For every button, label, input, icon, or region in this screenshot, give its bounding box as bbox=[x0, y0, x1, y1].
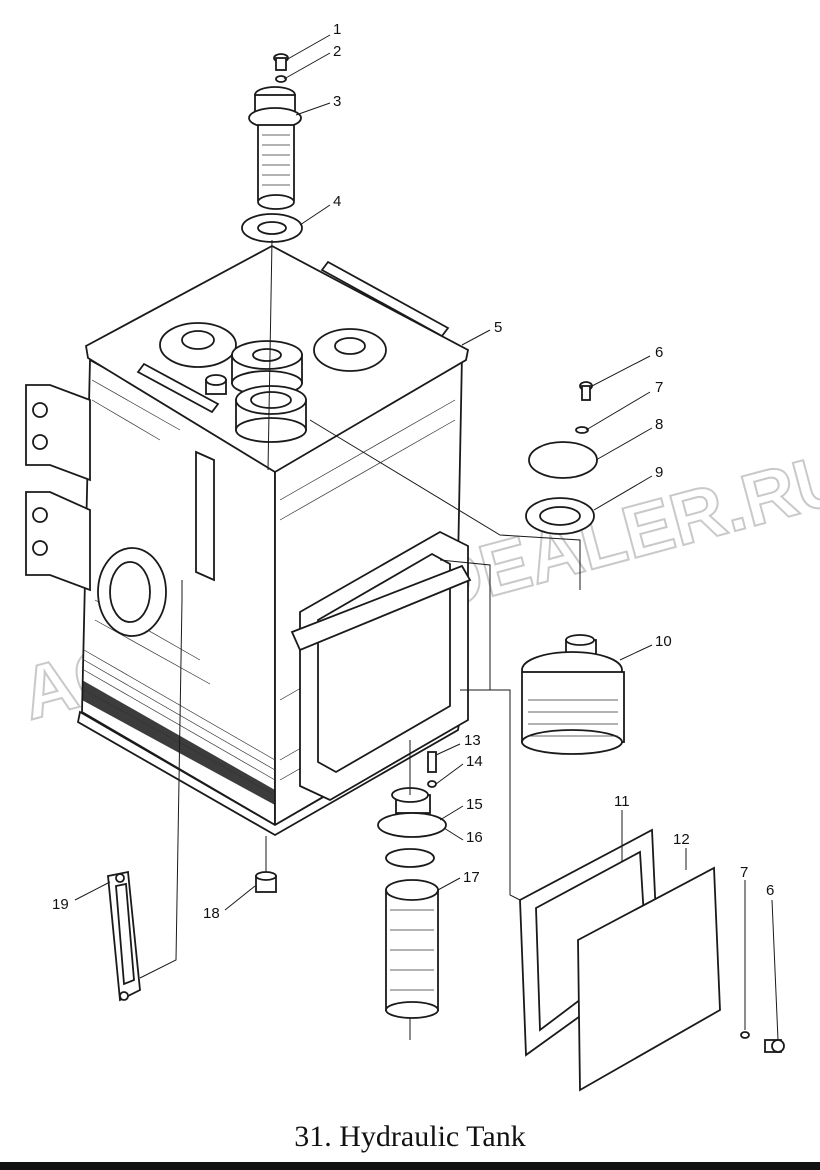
callout-label: 3 bbox=[333, 93, 341, 110]
side-port bbox=[97, 450, 215, 637]
callout-leaders bbox=[74, 34, 779, 1041]
callout-label: 10 bbox=[655, 633, 672, 650]
callout-label: 4 bbox=[333, 193, 341, 210]
callout-label: 7 bbox=[740, 864, 748, 881]
inspection-frame bbox=[290, 530, 472, 802]
callout-label: 6 bbox=[655, 344, 663, 361]
callout-label: 1 bbox=[333, 21, 341, 38]
callout-label: 11 bbox=[614, 793, 630, 810]
callout-label: 18 bbox=[203, 905, 220, 922]
callout-label: 15 bbox=[466, 796, 483, 813]
callout-label: 17 bbox=[463, 869, 480, 886]
callout-label: 7 bbox=[655, 379, 663, 396]
callout-label: 8 bbox=[655, 416, 663, 433]
top-flanges bbox=[136, 260, 450, 443]
callout-labels: 1 2 3 4 5 6 7 8 9 10 13 14 15 16 17 11 1… bbox=[52, 21, 774, 922]
callout-label: 12 bbox=[673, 831, 690, 848]
filler-strainer bbox=[241, 53, 303, 471]
callout-label: 19 bbox=[52, 896, 69, 913]
cover-plate-assembly bbox=[460, 689, 785, 1092]
callout-label: 6 bbox=[766, 882, 774, 899]
callout-label: 13 bbox=[464, 732, 481, 749]
callout-label: 9 bbox=[655, 464, 663, 481]
diagram-caption: 31. Hydraulic Tank bbox=[294, 1120, 526, 1153]
callout-label: 16 bbox=[466, 829, 483, 846]
callout-label: 14 bbox=[466, 753, 483, 770]
suction-strainer-assembly bbox=[309, 381, 625, 755]
callout-label: 2 bbox=[333, 43, 341, 60]
bottom-rule bbox=[0, 1162, 820, 1170]
mounting-brackets bbox=[25, 384, 91, 592]
callout-label: 5 bbox=[494, 319, 502, 336]
drain-plug bbox=[255, 836, 277, 893]
level-gauge bbox=[107, 580, 183, 1002]
return-filter-assembly bbox=[377, 740, 447, 1040]
